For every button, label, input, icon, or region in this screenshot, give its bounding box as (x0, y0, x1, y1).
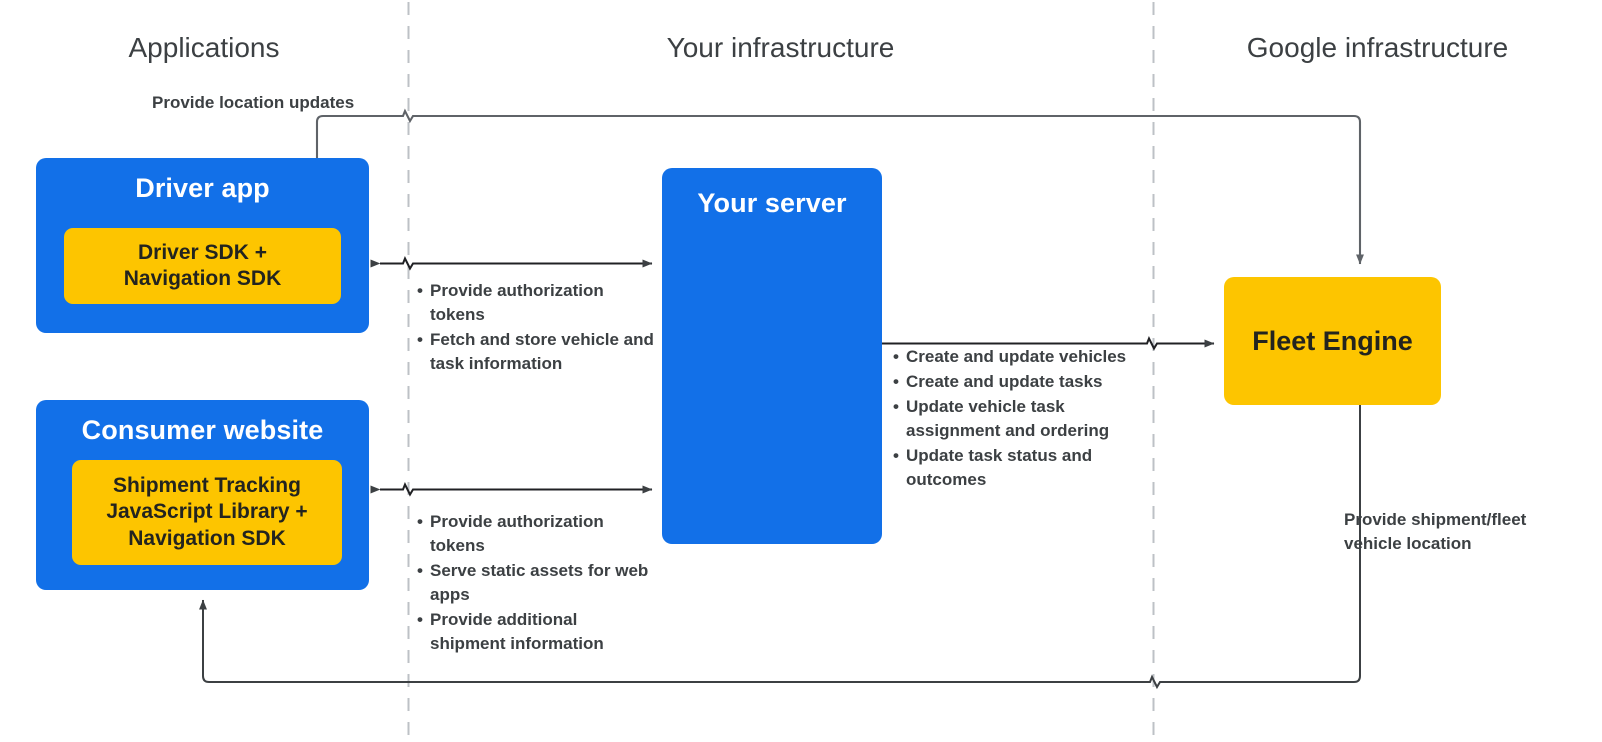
edge-label-your-server-to-fleet-engine: Create and update vehicles Create and up… (893, 345, 1163, 493)
list-item: Update task status and outcomes (893, 444, 1163, 492)
list-item: Provide additional shipment information (417, 608, 657, 656)
shipment-lib-line-1: Shipment Tracking (113, 473, 301, 497)
node-shipment-tracking-library[interactable]: Shipment Tracking JavaScript Library + N… (72, 460, 342, 565)
column-header-applications: Applications (128, 32, 280, 63)
node-fleet-engine[interactable]: Fleet Engine (1224, 277, 1441, 405)
list-item: Create and update vehicles (893, 345, 1163, 369)
node-your-server-title: Your server (697, 188, 847, 218)
edge-label-consumer-website-to-your-server: Provide authorization tokens Serve stati… (417, 510, 657, 657)
node-consumer-website-title: Consumer website (81, 415, 324, 445)
edge-label-driver-app-to-your-server: Provide authorization tokens Fetch and s… (417, 279, 657, 377)
edge-label-provide-location-updates: Provide location updates (152, 93, 355, 112)
edge-label-fleet-engine-to-consumer-website: Provide shipment/fleet vehicle location (1344, 510, 1527, 553)
shipment-lib-line-2: JavaScript Library + (106, 500, 308, 524)
edge-consumer-website-to-your-server (370, 482, 653, 497)
edge-your-server-to-fleet-engine (882, 336, 1215, 351)
list-item: Provide authorization tokens (417, 279, 657, 327)
driver-sdk-line-1: Driver SDK + (138, 240, 267, 264)
edge-fleet-engine-to-consumer-website (199, 405, 1361, 690)
list-item: Create and update tasks (893, 370, 1163, 394)
list-item: Update vehicle task assignment and order… (893, 395, 1163, 443)
list-item: Provide authorization tokens (417, 510, 657, 558)
column-header-your-infrastructure: Your infrastructure (666, 32, 895, 63)
column-header-google-infrastructure: Google infrastructure (1246, 32, 1509, 63)
node-your-server[interactable]: Your server (662, 168, 882, 544)
edge-driver-app-to-your-server (370, 256, 653, 271)
node-driver-app[interactable]: Driver app Driver SDK + Navigation SDK (36, 158, 369, 333)
node-fleet-engine-title: Fleet Engine (1252, 325, 1413, 356)
shipment-lib-line-3: Navigation SDK (128, 526, 286, 550)
node-consumer-website[interactable]: Consumer website Shipment Tracking JavaS… (36, 400, 369, 590)
edge-driver-sdk-to-fleet-engine (315, 108, 1364, 265)
list-item: Serve static assets for web apps (417, 559, 657, 607)
node-driver-app-title: Driver app (135, 173, 270, 203)
driver-sdk-line-2: Navigation SDK (123, 267, 282, 290)
node-driver-sdk-navigation-sdk[interactable]: Driver SDK + Navigation SDK (64, 228, 341, 304)
list-item: Fetch and store vehicle and task informa… (417, 328, 657, 376)
